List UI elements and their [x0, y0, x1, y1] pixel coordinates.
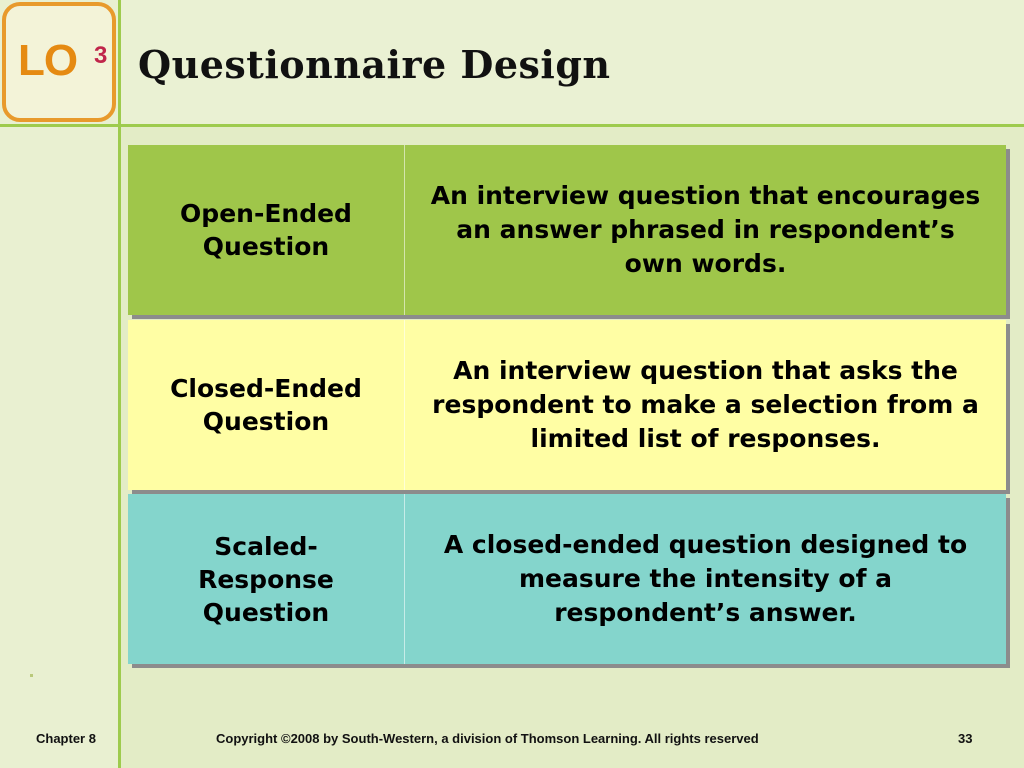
page-title: Questionnaire Design — [138, 42, 611, 87]
table-row: Closed-Ended Question An interview quest… — [128, 320, 1006, 490]
footer-copyright: Copyright ©2008 by South-Western, a divi… — [216, 731, 759, 746]
header-band — [0, 0, 1024, 126]
table-row: Scaled-Response Question A closed-ended … — [128, 494, 1006, 664]
footer-page-number: 33 — [958, 731, 973, 746]
badge-number: 3 — [94, 42, 108, 69]
definition-cell: An interview question that asks the resp… — [405, 320, 1006, 490]
left-strip — [0, 0, 121, 768]
term-scaled-response: Scaled-Response Question — [198, 531, 334, 627]
definition-scaled-response: A closed-ended question designed to meas… — [443, 530, 968, 627]
decorative-dot — [30, 674, 33, 677]
footer-chapter: Chapter 8 — [36, 731, 96, 746]
definition-cell: An interview question that encourages an… — [405, 145, 1006, 315]
term-closed-ended: Closed-Ended Question — [170, 374, 362, 436]
term-cell: Closed-Ended Question — [128, 320, 405, 490]
table-row: Open-Ended Question An interview questio… — [128, 145, 1006, 315]
term-cell: Scaled-Response Question — [128, 494, 405, 664]
definitions-table: Open-Ended Question An interview questio… — [128, 145, 1010, 667]
term-open-ended: Open-Ended Question — [180, 199, 352, 261]
learning-objective-badge: LO 3 — [2, 2, 116, 122]
term-cell: Open-Ended Question — [128, 145, 405, 315]
badge-label: LO — [18, 36, 78, 85]
definition-closed-ended: An interview question that asks the resp… — [432, 356, 979, 453]
definition-open-ended: An interview question that encourages an… — [430, 181, 981, 278]
definition-cell: A closed-ended question designed to meas… — [405, 494, 1006, 664]
header-divider — [0, 124, 1024, 127]
